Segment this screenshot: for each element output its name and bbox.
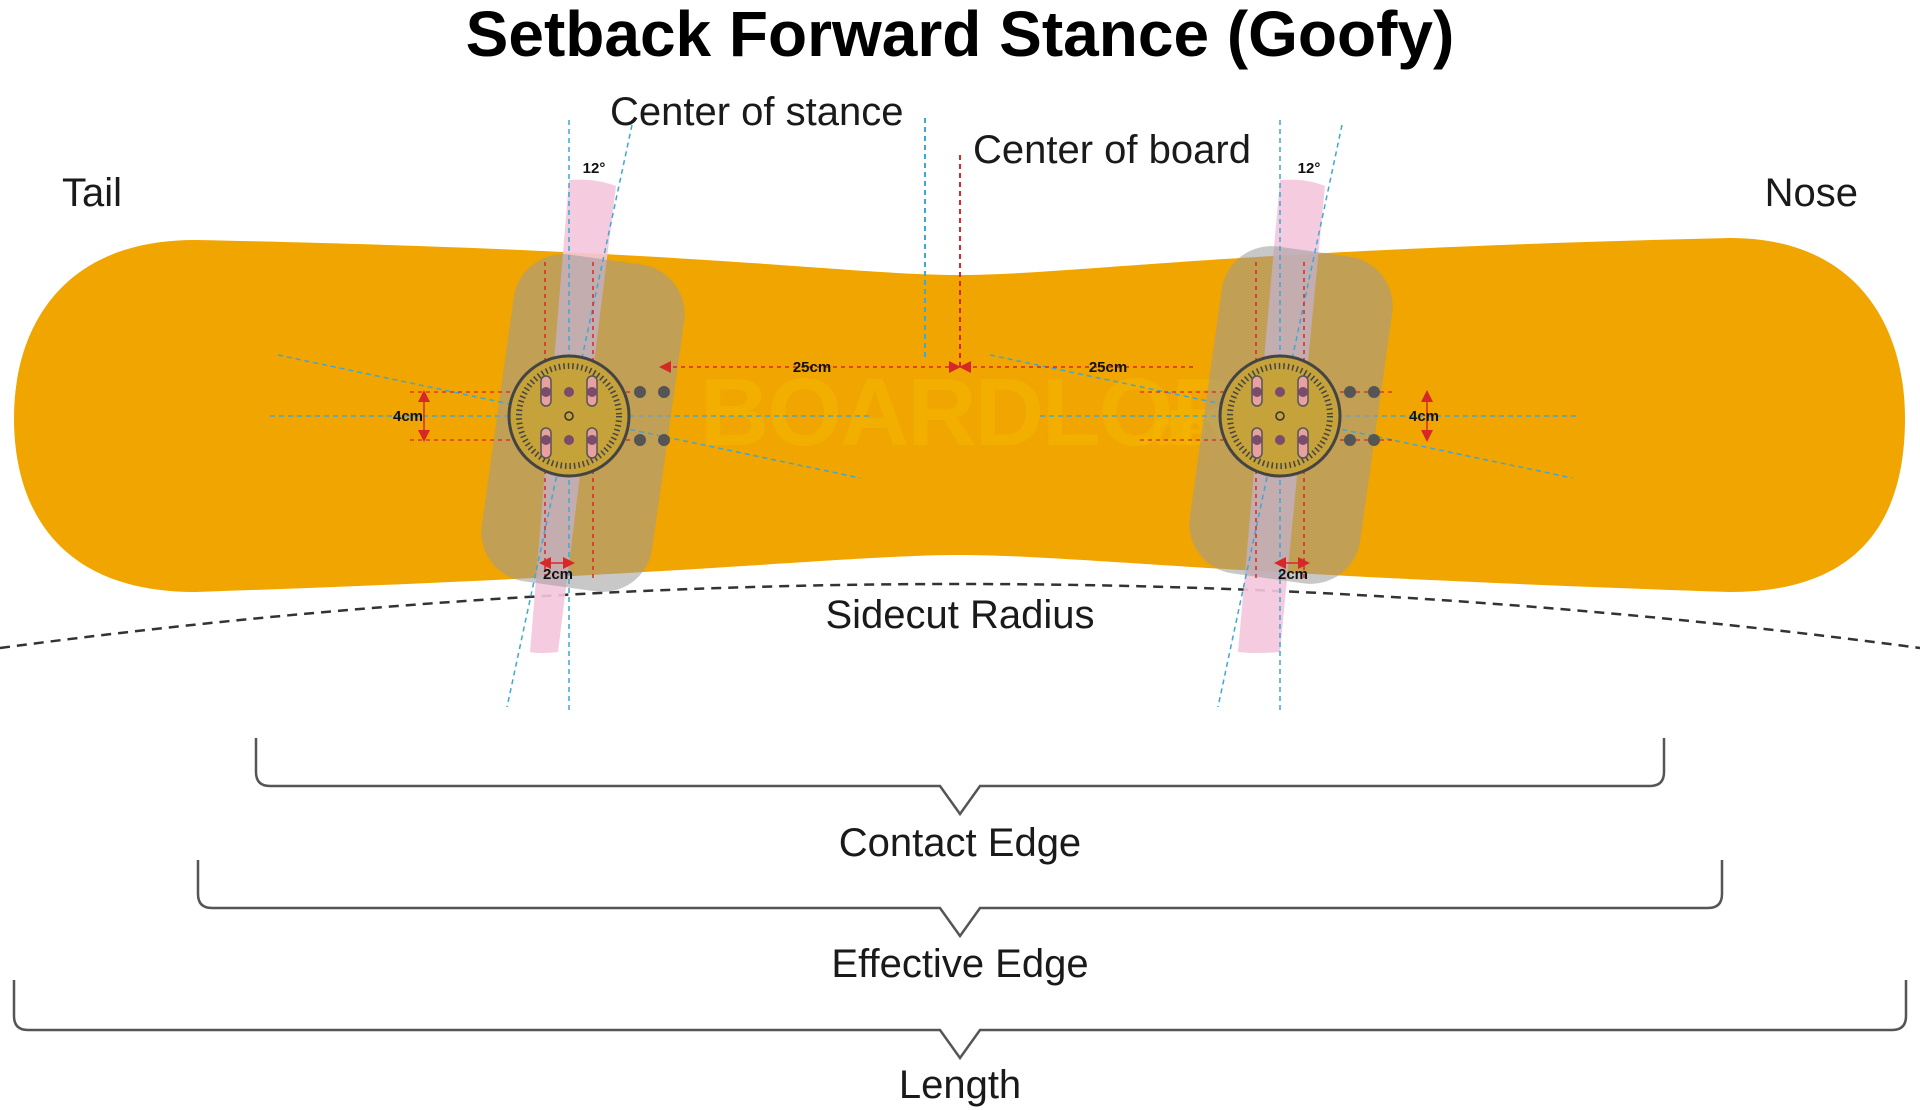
setback-label-front: 2cm <box>1278 566 1308 583</box>
tail-label: Tail <box>62 171 122 215</box>
back-binding-disc <box>507 354 631 478</box>
insert-spacing-label-front: 4cm <box>1409 408 1439 425</box>
setback-label-back: 2cm <box>543 566 573 583</box>
insert-hole <box>634 434 646 446</box>
back-binding-group: 4cm 2cm 12° <box>277 120 861 712</box>
disc-screw <box>541 435 551 445</box>
stance-width-label-right: 25cm <box>1089 359 1127 376</box>
front-binding-group: 4cm 2cm 12° <box>989 120 1573 712</box>
insert-hole <box>1368 386 1380 398</box>
angle-label-front: 12° <box>1298 160 1321 177</box>
disc-screw <box>541 387 551 397</box>
effective-edge-label: Effective Edge <box>831 942 1088 986</box>
disc-screw <box>564 387 574 397</box>
center-of-stance-label: Center of stance <box>610 90 904 134</box>
effective-edge-brace <box>196 860 1724 939</box>
insert-hole <box>1344 386 1356 398</box>
disc-screw <box>564 435 574 445</box>
disc-screw <box>1298 435 1308 445</box>
front-binding-disc <box>1218 354 1342 478</box>
angle-label-back: 12° <box>583 160 606 177</box>
insert-spacing-label-back: 4cm <box>393 408 423 425</box>
disc-screw <box>1252 387 1262 397</box>
center-of-board-label: Center of board <box>973 128 1251 172</box>
disc-center <box>1275 411 1285 421</box>
insert-hole <box>658 434 670 446</box>
disc-scale <box>516 363 622 469</box>
disc-screw <box>587 387 597 397</box>
sidecut-radius-label: Sidecut Radius <box>825 593 1094 637</box>
disc-screw <box>1252 435 1262 445</box>
insert-hole <box>1368 434 1380 446</box>
nose-label: Nose <box>1765 171 1858 215</box>
insert-hole <box>634 386 646 398</box>
sidecut-radius-arc <box>0 582 1920 650</box>
stance-width-label-left: 25cm <box>793 359 831 376</box>
insert-hole <box>1344 434 1356 446</box>
contact-edge-brace <box>254 738 1666 817</box>
disc-scale <box>1227 363 1333 469</box>
disc-screw <box>587 435 597 445</box>
disc-screw <box>1298 387 1308 397</box>
watermark-logo-suffix: .de <box>1138 403 1207 456</box>
page-title: Setback Forward Stance (Goofy) <box>466 0 1455 70</box>
disc-screw <box>1275 435 1285 445</box>
disc-screw <box>1275 387 1285 397</box>
length-label: Length <box>899 1063 1021 1107</box>
contact-edge-label: Contact Edge <box>839 821 1081 865</box>
disc-center <box>564 411 574 421</box>
insert-hole <box>658 386 670 398</box>
length-brace <box>12 980 1908 1061</box>
